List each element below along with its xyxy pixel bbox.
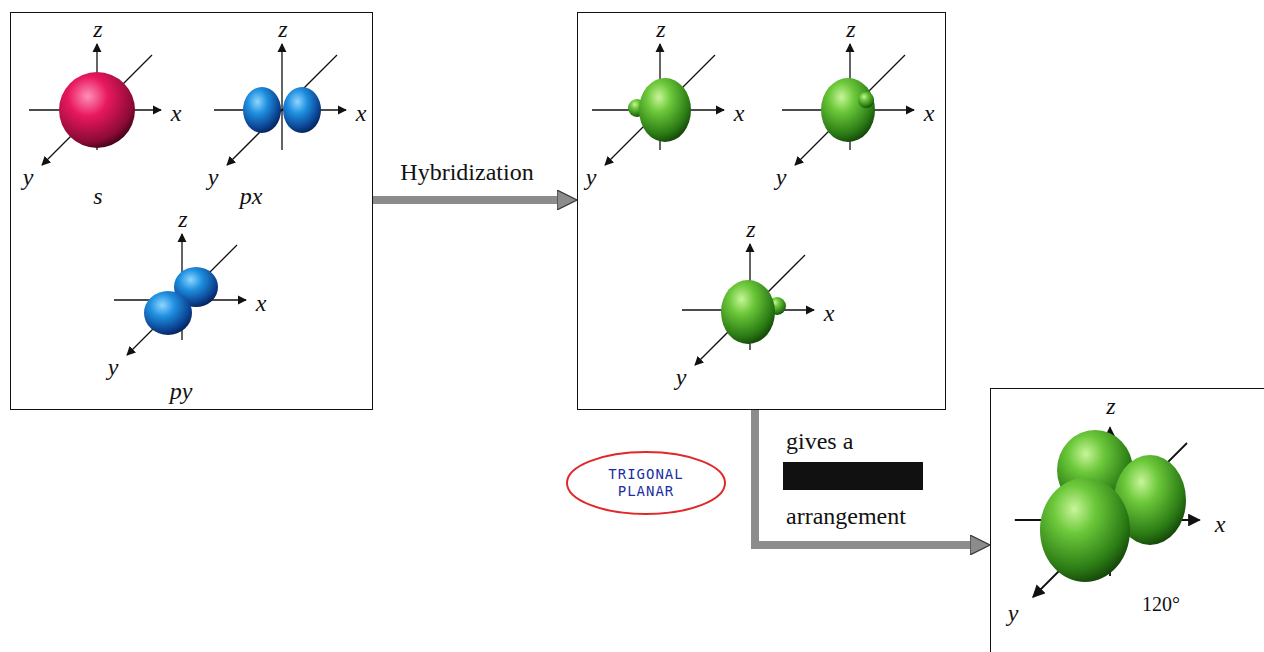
process-arrow [755,410,970,545]
coordinate-axes [29,44,161,165]
hybrid-large-lobe [721,280,775,344]
hybrid-large-lobe [1040,478,1130,582]
coordinate-axes [114,234,246,355]
axis-label: y [1008,601,1019,625]
handwritten-answer: TRIGONAL PLANAR [600,466,692,501]
axis-label: y [586,165,597,189]
axis-label: x [256,291,267,315]
hybrid-large-lobe [639,78,691,142]
axis-label: y [23,165,34,189]
coordinate-axes [782,44,914,165]
hybrid-orbital-box: z x y z x y z x y [577,12,946,410]
orbital-label: px [240,184,263,208]
orbital-box: zxyszxypxzxypy [10,12,373,410]
coordinate-axes [592,44,724,165]
axis-label: z [746,217,755,241]
edge-label: gives a [784,428,855,454]
arrangement-text: arrangement [784,503,908,529]
axis-label: x [1215,512,1226,536]
p-orbital-lobe [144,291,192,335]
orbital-label: s [93,184,102,208]
handwritten-note: TRIGONAL PLANAR [565,450,727,516]
axis-label: z [278,17,287,41]
coordinate-axes [214,44,346,165]
coordinate-axes [1015,428,1200,597]
hybrid-large-lobe [821,78,875,142]
axis-label: y [108,355,119,379]
axis-label: z [93,17,102,41]
axis-label: x [924,101,935,125]
axis-label: y [676,365,687,389]
hybrid-small-lobe [858,92,874,108]
axis-label: z [846,17,855,41]
p-orbital-lobe [243,87,281,133]
redaction-bar [783,462,923,490]
angle-label: 120° [1142,594,1180,614]
axis-label: z [1106,394,1115,418]
p-orbital-lobe [283,87,321,133]
oval-outline [567,452,725,514]
axis-label: y [776,165,787,189]
process-arrow [373,196,557,204]
axis-label: x [356,101,367,125]
coordinate-axes [682,244,814,365]
axis-label: z [178,207,187,231]
edge-label: Hybridization [398,159,535,185]
axis-label: x [824,301,835,325]
axis-label: x [171,101,182,125]
arrangement-box: z x y 120° [990,388,1264,652]
axis-label: x [734,101,745,125]
axis-label: z [656,17,665,41]
s-orbital [59,72,135,148]
axis-label: y [208,165,219,189]
orbital-label: py [170,379,193,403]
